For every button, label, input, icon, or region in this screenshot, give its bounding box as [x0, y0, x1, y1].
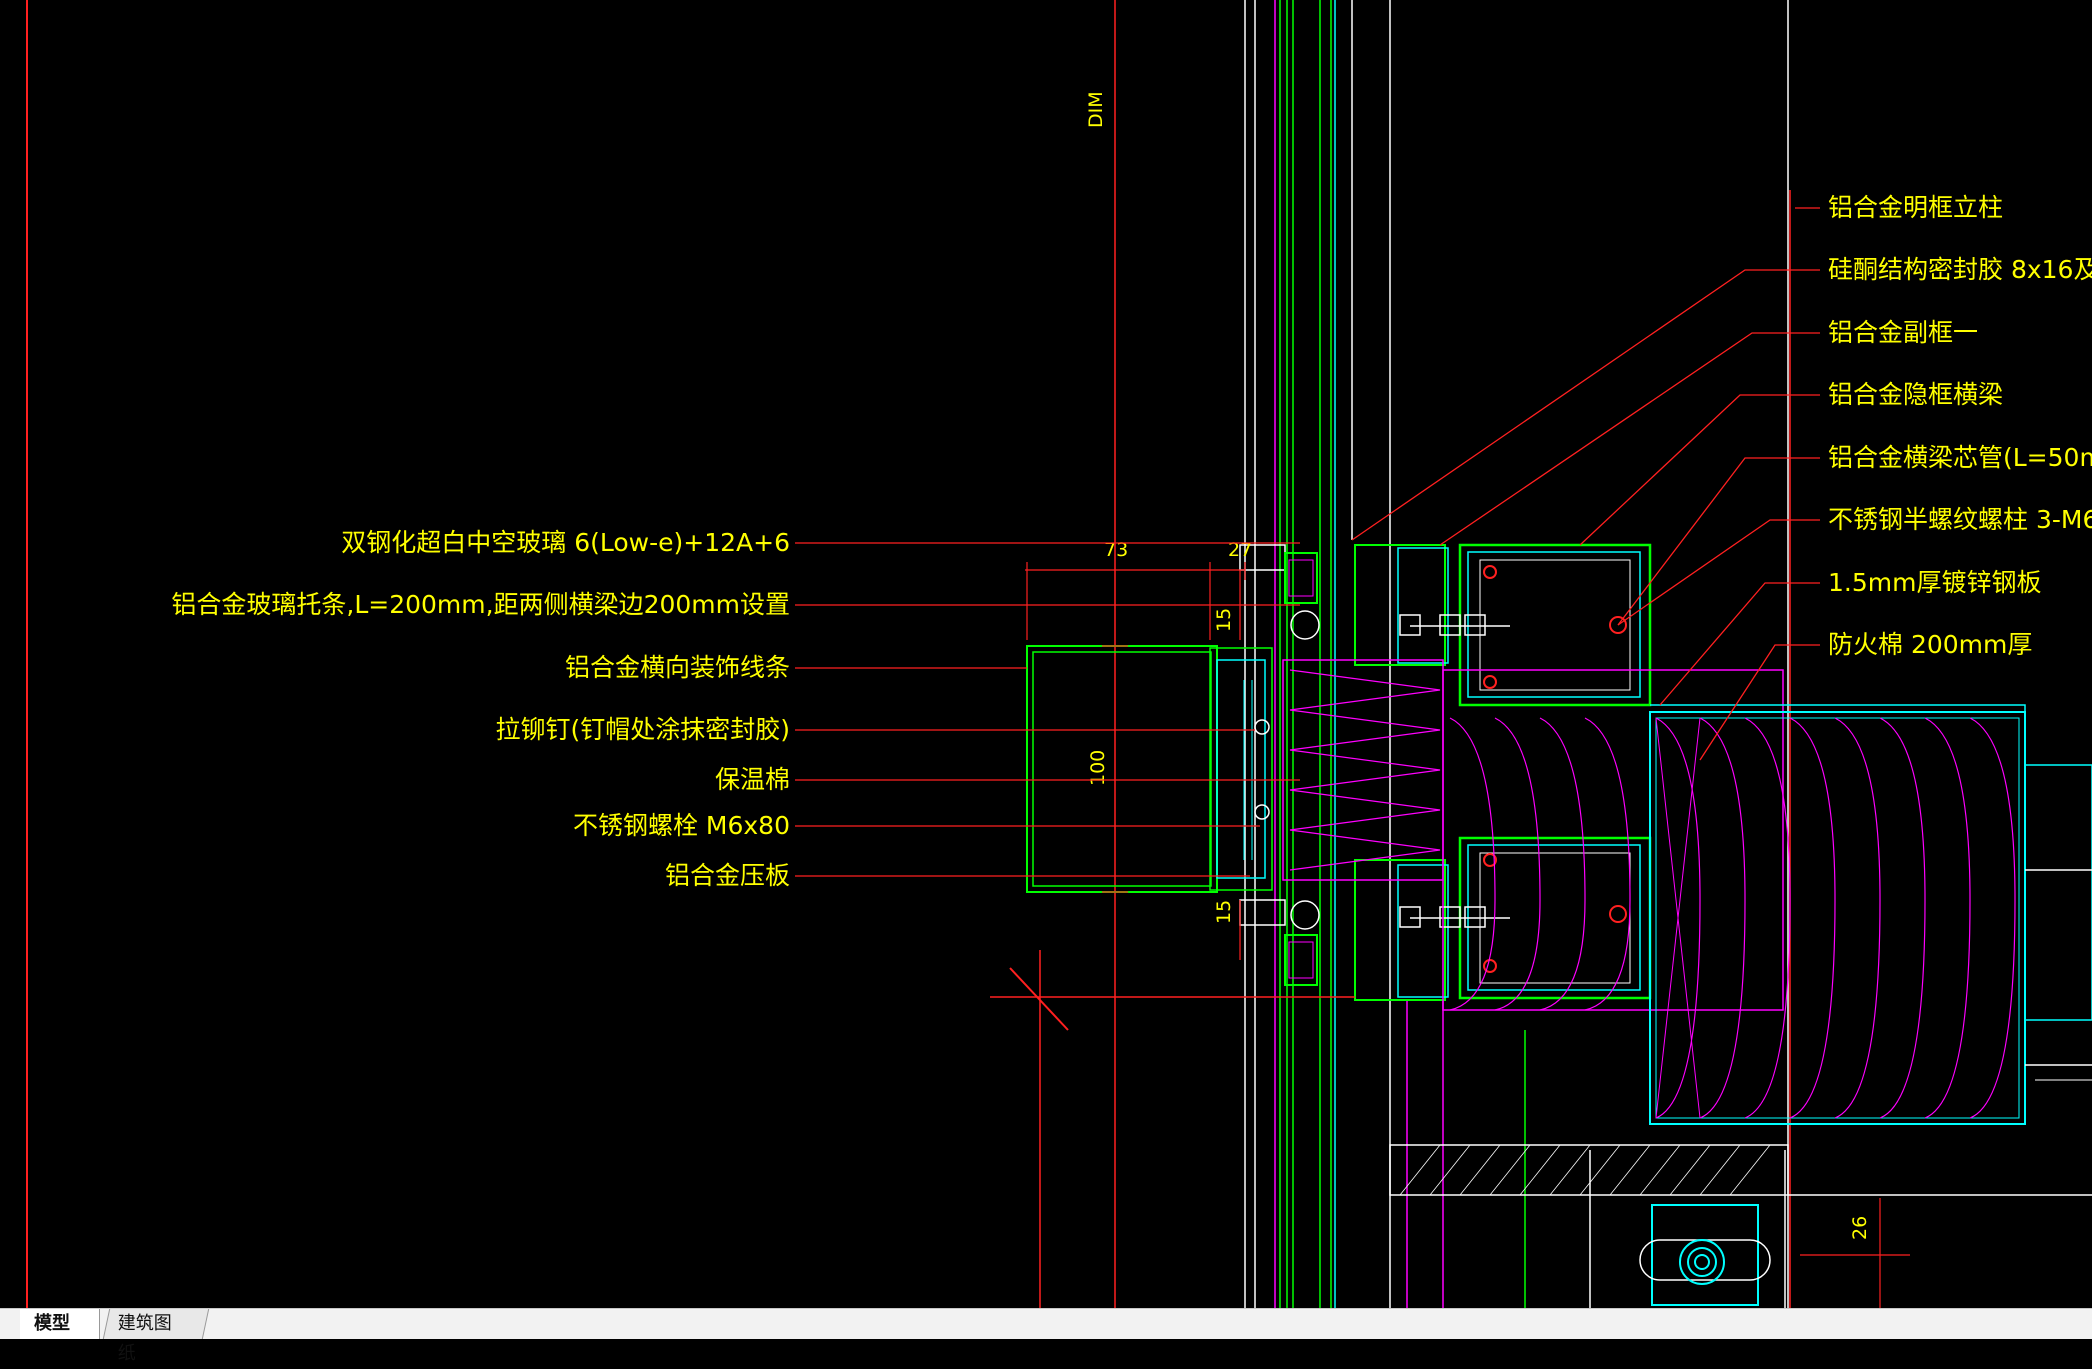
label-rivet: 拉铆钉(钉帽处涂抹密封胶) — [495, 715, 790, 744]
wall-hatch — [2024, 764, 2092, 1081]
label-insulation: 保温棉 — [715, 765, 790, 794]
label-glass: 双钢化超白中空玻璃 6(Low-e)+12A+6 — [341, 528, 790, 557]
dim-26: 26 — [1849, 1216, 1871, 1240]
label-stud: 不锈钢半螺纹螺柱 3-M6x30 — [1828, 505, 2092, 534]
core-tube-markers — [1483, 565, 1627, 973]
label-fire-wool: 防火棉 200mm厚 — [1828, 630, 2032, 659]
section-cut-mark — [990, 950, 1355, 1308]
drawing-canvas[interactable]: DIM — [0, 0, 2092, 1308]
tab-model[interactable]: 模型 — [20, 1309, 100, 1339]
glass-pressure-plate — [1239, 544, 1320, 986]
dim-100: 100 — [1087, 750, 1109, 786]
dimension-annotations — [1025, 562, 1910, 1308]
anchor-bolt — [1639, 1204, 1771, 1306]
left-leader-lines — [795, 542, 1300, 877]
right-leader-lines — [1351, 207, 1820, 761]
dim-15-bottom: 15 — [1213, 900, 1235, 924]
layout-tab-bar: 模型 建筑图纸 — [0, 1308, 2092, 1364]
label-mullion: 铝合金明框立柱 — [1828, 193, 2003, 222]
label-subframe: 铝合金副框一 — [1828, 318, 1978, 347]
hidden-frame-transom-lower — [1354, 836, 1652, 1001]
label-bolt: 不锈钢螺栓 M6x80 — [573, 811, 790, 840]
label-decor-strip: 铝合金横向装饰线条 — [565, 653, 790, 682]
label-glass-support: 铝合金玻璃托条,L=200mm,距两侧横梁边200mm设置 — [171, 590, 790, 619]
label-pressure-plate: 铝合金压板 — [665, 861, 790, 890]
fire-wool — [1449, 711, 2026, 1125]
tab-architectural-drawing[interactable]: 建筑图纸 — [102, 1309, 210, 1364]
decorative-trim-profile — [1026, 645, 1273, 893]
label-core-tube: 铝合金横梁芯管(L=50mm) — [1828, 443, 2092, 472]
dim-73: 73 — [1104, 539, 1128, 561]
vertical-profile-lines — [1244, 0, 1789, 1308]
label-transom: 铝合金隐框横梁 — [1828, 380, 2003, 409]
floor-slab — [1389, 1144, 2092, 1196]
tab-architectural-drawing-label: 建筑图纸 — [117, 1313, 172, 1364]
hidden-frame-transom-upper — [1354, 543, 1652, 707]
dim-15-top: 15 — [1213, 608, 1235, 632]
steel-plate — [1650, 704, 2026, 1125]
label-steel-plate: 1.5mm厚镀锌钢板 — [1828, 568, 2041, 597]
label-silicone: 硅酮结构密封胶 8x16及双面胶条 — [1828, 255, 2092, 284]
dim-label-vertical: DIM — [1085, 91, 1107, 128]
insulation-wool — [1282, 659, 1784, 1011]
dim-27: 27 — [1228, 539, 1252, 561]
